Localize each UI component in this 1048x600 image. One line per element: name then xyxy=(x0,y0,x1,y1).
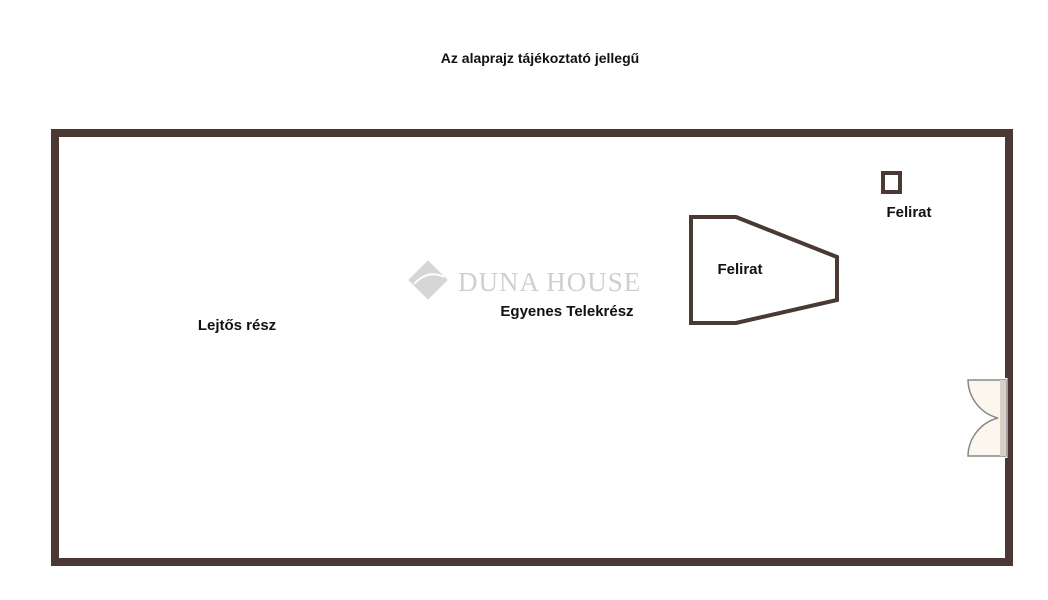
double-gate xyxy=(967,378,1011,458)
label-flat-part: Egyenes Telekrész xyxy=(500,303,633,320)
label-small-structure: Felirat xyxy=(886,204,931,221)
watermark-text: DUNA HOUSE xyxy=(458,267,641,297)
small-structure xyxy=(881,171,902,194)
building-outline xyxy=(689,215,839,325)
plan-title: Az alaprajz tájékoztató jellegű xyxy=(441,50,639,66)
watermark-logo-icon xyxy=(408,260,448,300)
label-building: Felirat xyxy=(717,261,762,278)
plot-boundary-wall xyxy=(51,129,1013,566)
duna-house-watermark: DUNA HOUSE xyxy=(408,260,641,300)
label-sloped-part: Lejtős rész xyxy=(198,317,276,334)
